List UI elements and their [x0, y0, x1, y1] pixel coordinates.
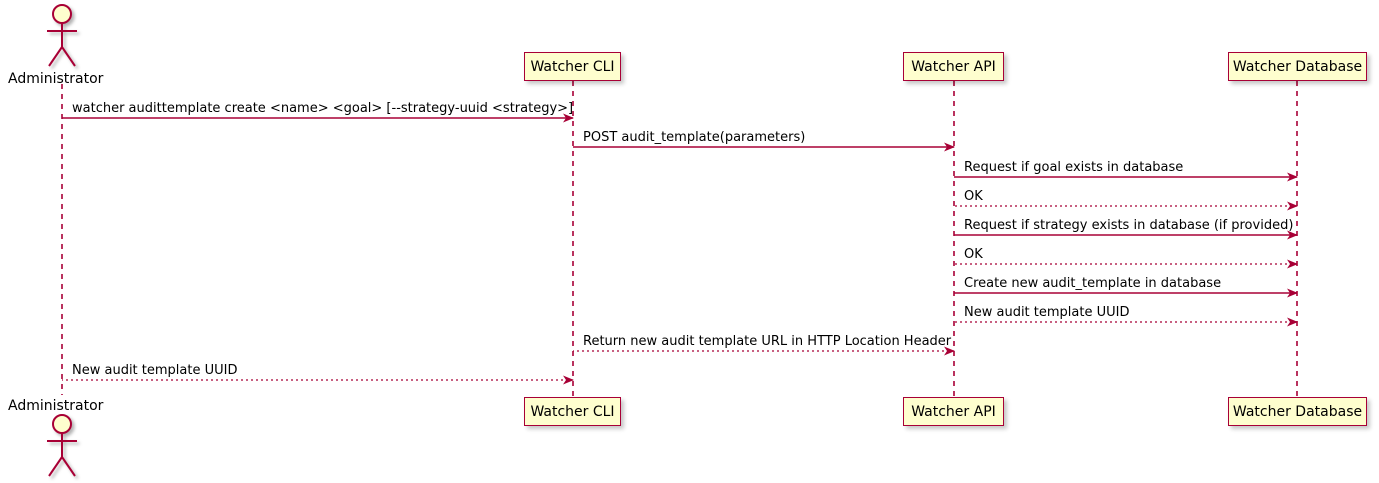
- lifelines-group: [61, 81, 1298, 397]
- actor-label-administrator-top: Administrator: [8, 71, 104, 87]
- message-label-4: OK: [964, 189, 983, 204]
- participant-label: Watcher Database: [1232, 403, 1363, 420]
- message-label-1: watcher audittemplate create <name> <goa…: [72, 101, 574, 116]
- actor-figure-administrator-top: [47, 4, 77, 67]
- participant-label: Watcher API: [911, 403, 996, 420]
- message-label-8: New audit template UUID: [964, 305, 1130, 320]
- participant-box-watcher-cli-bottom: Watcher CLI: [524, 397, 621, 426]
- message-label-10: New audit template UUID: [72, 363, 238, 378]
- participant-label: Watcher CLI: [530, 58, 615, 75]
- participant-label: Watcher API: [911, 58, 996, 75]
- participant-label: Watcher Database: [1232, 58, 1363, 75]
- participant-box-watcher-api-bottom: Watcher API: [903, 397, 1004, 426]
- message-label-6: OK: [964, 247, 983, 262]
- participant-box-watcher-api-top: Watcher API: [903, 52, 1004, 81]
- actor-figures-group: [47, 4, 77, 477]
- message-label-5: Request if strategy exists in database (…: [964, 218, 1294, 233]
- participant-box-watcher-database-top: Watcher Database: [1228, 52, 1367, 81]
- message-arrows-group: [62, 113, 1298, 385]
- message-label-9: Return new audit template URL in HTTP Lo…: [583, 334, 952, 349]
- message-label-7: Create new audit_template in database: [964, 276, 1222, 291]
- message-label-3: Request if goal exists in database: [964, 160, 1184, 175]
- participant-label: Watcher CLI: [530, 403, 615, 420]
- participant-box-watcher-cli-top: Watcher CLI: [524, 52, 621, 81]
- message-label-2: POST audit_template(parameters): [583, 130, 806, 145]
- actor-figure-administrator-bottom: [47, 414, 77, 477]
- actor-label-administrator-bottom: Administrator: [8, 398, 104, 414]
- participant-box-watcher-database-bottom: Watcher Database: [1228, 397, 1367, 426]
